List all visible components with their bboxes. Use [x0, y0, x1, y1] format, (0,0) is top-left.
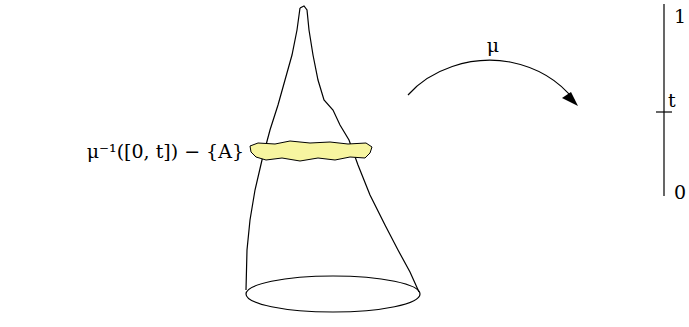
set-label: μ⁻¹([0, t]) − {A} — [87, 142, 244, 161]
map-label: μ — [487, 36, 499, 55]
cone-base — [246, 276, 420, 312]
axis-t-value: t — [668, 91, 676, 110]
interval-tick — [656, 111, 672, 112]
arrow-head — [562, 92, 578, 106]
level-set-region — [250, 141, 372, 161]
map-arrow — [408, 60, 574, 100]
axis-top-value: 1 — [674, 7, 686, 26]
interval-axis — [663, 4, 664, 196]
axis-bottom-value: 0 — [674, 183, 686, 202]
